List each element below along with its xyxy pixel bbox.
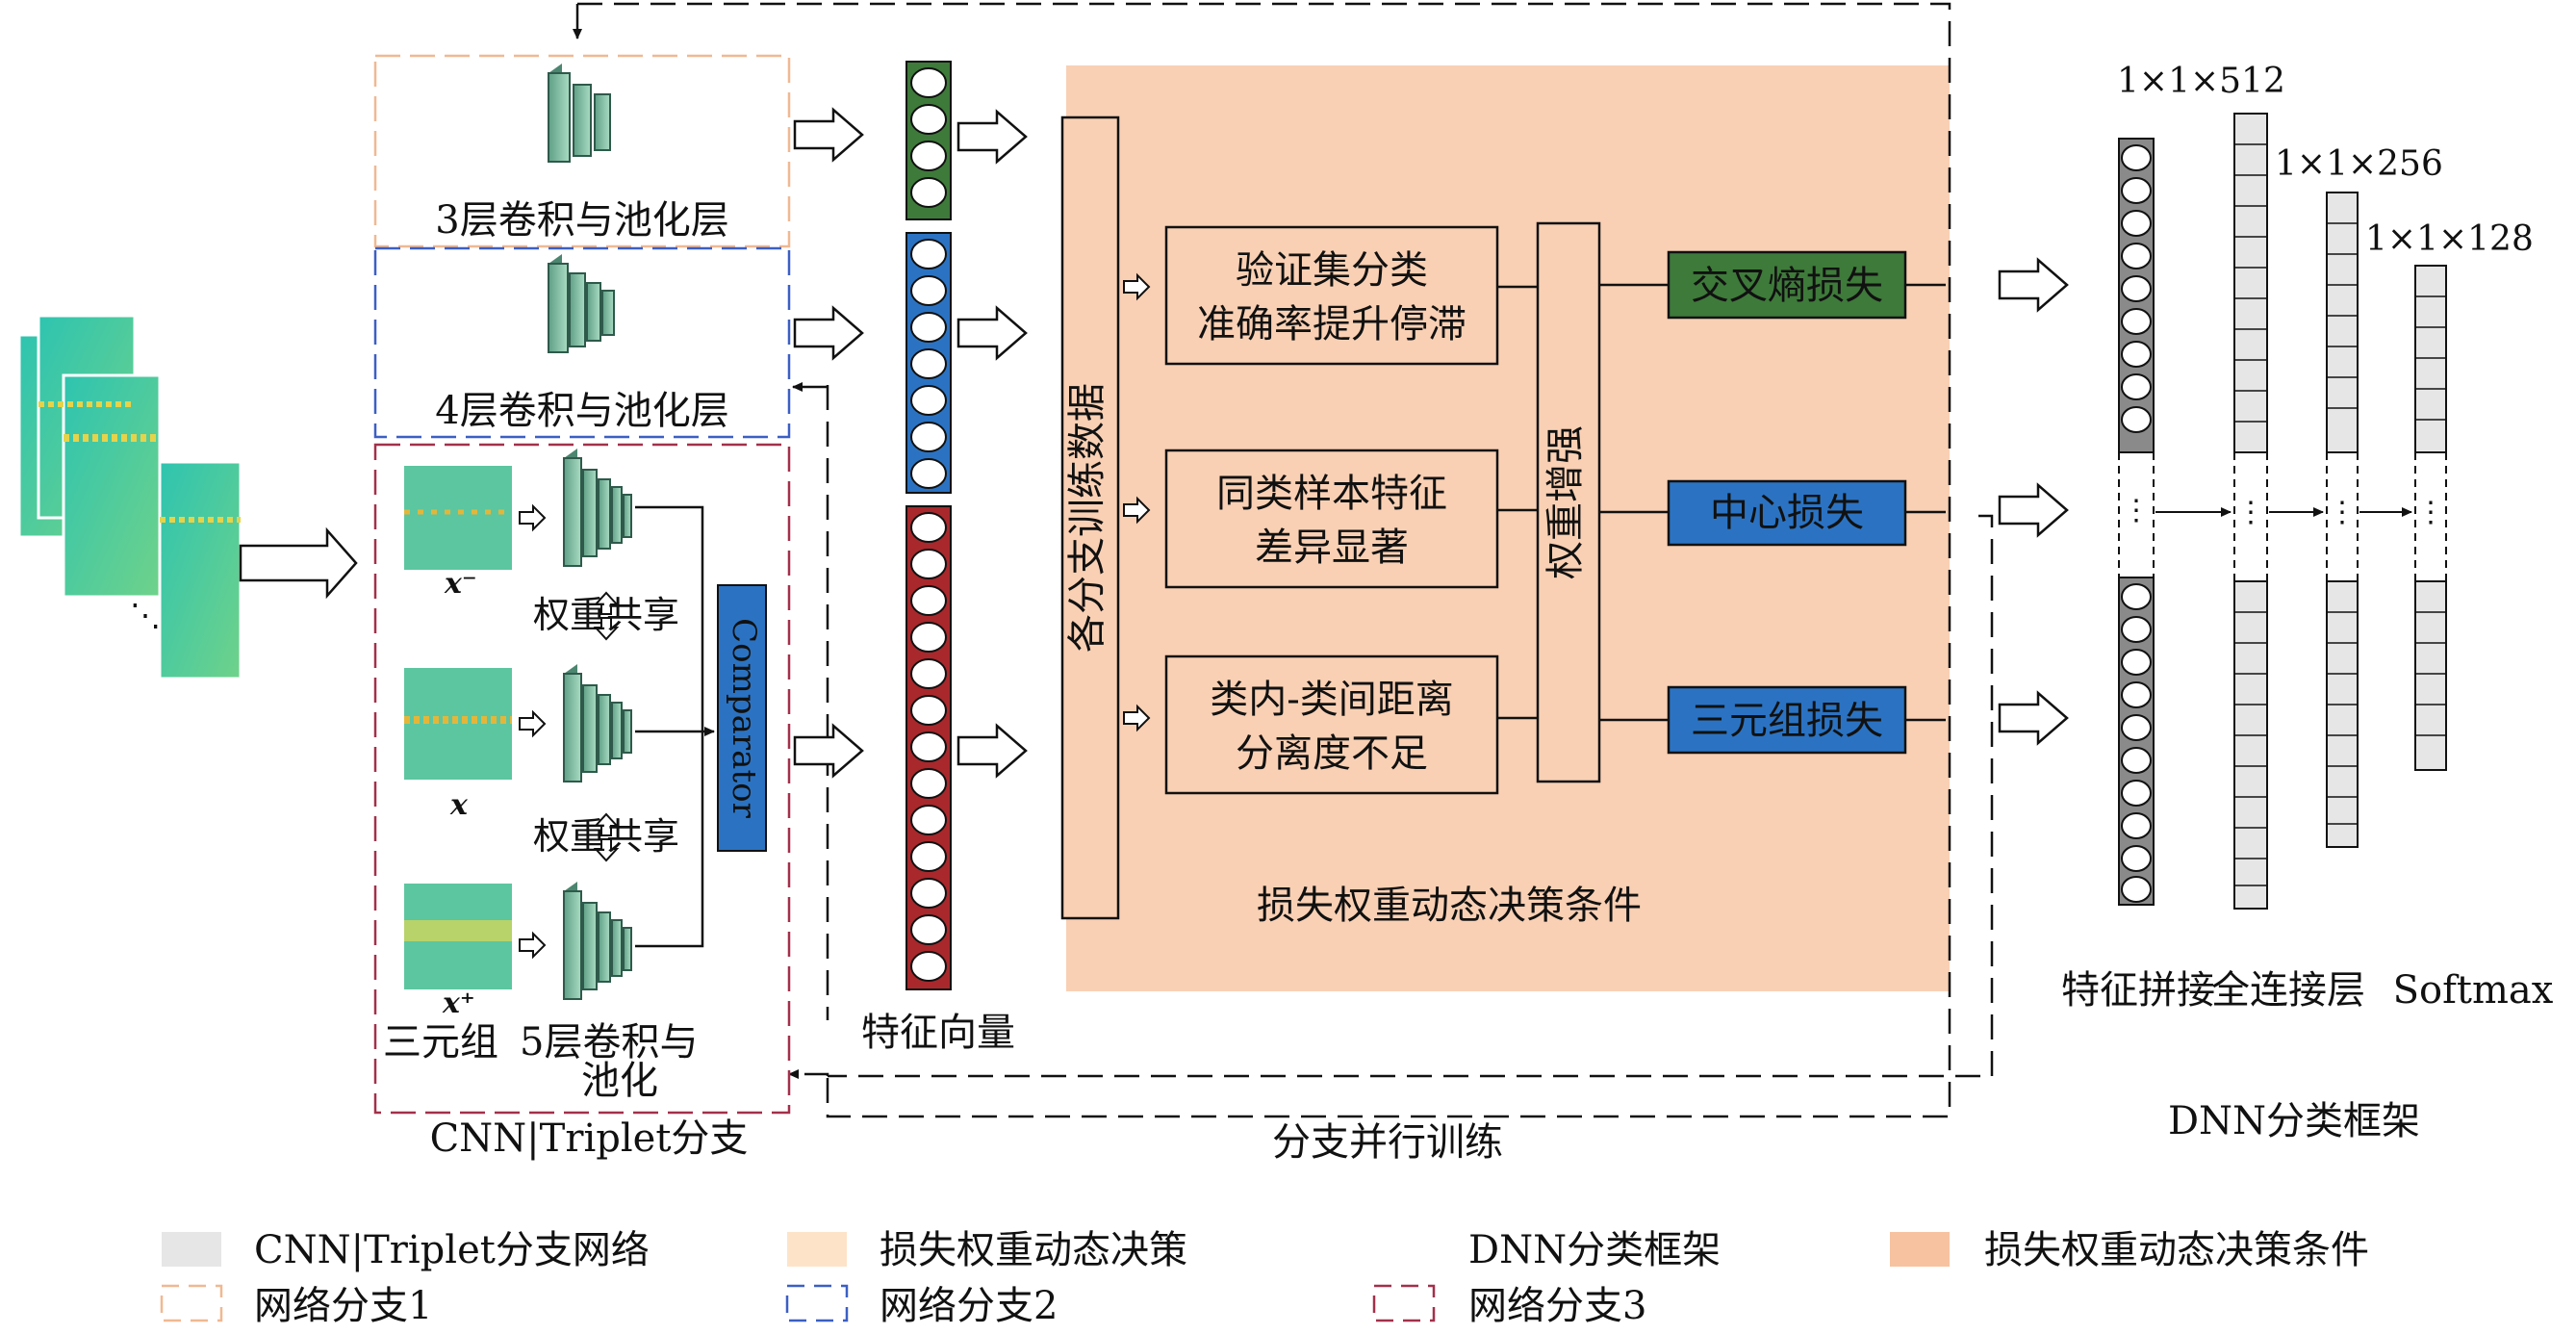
fc-layer-label: 全连接层 xyxy=(2211,968,2365,1013)
legend: CNN|Triplet分支网络 损失权重动态决策 DNN分类框架 损失权重动态决… xyxy=(160,1228,2369,1328)
dim-256: 1×1×256 xyxy=(2275,144,2443,184)
branch3-frame xyxy=(373,443,791,1115)
branch-data-label: 各分支训练数据 xyxy=(1065,383,1109,653)
legend-label-branch2: 网络分支2 xyxy=(880,1284,1058,1328)
legend-label-dnn: DNN分类框架 xyxy=(1468,1228,1721,1272)
svg-text:⋮: ⋮ xyxy=(2328,496,2357,529)
condition-3-line2: 分离度不足 xyxy=(1236,731,1428,776)
weight-enhance-label: 权重增强 xyxy=(1543,425,1588,579)
triplet-anchor-negative xyxy=(404,466,512,570)
feature-vector-blue xyxy=(905,232,952,494)
comparator-box xyxy=(717,584,767,852)
legend-swatch-loss-decision xyxy=(787,1232,847,1267)
legend-label-branch1: 网络分支1 xyxy=(254,1284,432,1328)
comparator-label: Comparator xyxy=(725,618,763,818)
dynamic-conditions-caption: 损失权重动态决策条件 xyxy=(1257,884,1642,928)
loss-label-center: 中心损失 xyxy=(1710,491,1864,535)
legend-swatch-cnn xyxy=(162,1232,221,1267)
softmax-label: Softmax xyxy=(2393,968,2554,1013)
condition-2-line2: 差异显著 xyxy=(1255,526,1409,570)
legend-swatch-loss-conditions xyxy=(1890,1232,1950,1267)
feature-vector-green xyxy=(905,61,952,220)
condition-2-line1: 同类样本特征 xyxy=(1216,472,1447,516)
branch3-conv-positive xyxy=(563,881,632,1000)
legend-label-branch3: 网络分支3 xyxy=(1468,1284,1646,1328)
branch2-label: 4层卷积与池化层 xyxy=(435,389,728,433)
legend-swatch-branch2 xyxy=(785,1284,849,1322)
dim-128: 1×1×128 xyxy=(2365,219,2534,259)
dnn-caption: DNN分类框架 xyxy=(2168,1099,2420,1143)
shared-weights-2: 权重共享 xyxy=(533,815,679,858)
condition-3-line1: 类内-类间距离 xyxy=(1210,678,1454,722)
branch1-conv-icon xyxy=(548,63,611,163)
svg-text:⋮: ⋮ xyxy=(2122,494,2151,527)
branch1-frame xyxy=(373,54,791,248)
x-minus-label: x⁻ xyxy=(444,567,477,601)
legend-label-loss-decision: 损失权重动态决策 xyxy=(880,1228,1187,1272)
svg-text:⋮: ⋮ xyxy=(2236,496,2265,529)
legend-label-cnn: CNN|Triplet分支网络 xyxy=(254,1228,650,1272)
x-plus-label: x⁺ xyxy=(442,987,475,1020)
branch3-conv-label-1: 5层卷积与 xyxy=(520,1020,698,1065)
fc-column-512: ⋮ xyxy=(2233,113,2268,910)
condition-box-1 xyxy=(1164,225,1499,366)
loss-label-triplet: 三元组损失 xyxy=(1691,699,1883,743)
fc-column-128: ⋮ xyxy=(2414,265,2447,771)
triplet-anchor-positive xyxy=(404,884,512,989)
branch2-conv-icon xyxy=(548,253,615,353)
concat-column: ⋮ xyxy=(2118,138,2155,906)
condition-box-2 xyxy=(1164,449,1499,589)
svg-text:⋱: ⋱ xyxy=(130,597,161,633)
branch2-frame xyxy=(373,246,791,439)
condition-1-line2: 准确率提升停滞 xyxy=(1197,302,1467,346)
svg-text:⋮: ⋮ xyxy=(2416,496,2445,529)
feature-vector-red xyxy=(905,505,952,990)
condition-1-line1: 验证集分类 xyxy=(1236,248,1428,293)
legend-swatch-branch3 xyxy=(1372,1284,1436,1322)
branch1-label: 3层卷积与池化层 xyxy=(435,198,728,243)
condition-box-3 xyxy=(1164,654,1499,795)
triplet-anchor xyxy=(404,668,512,780)
legend-label-loss-conditions: 损失权重动态决策条件 xyxy=(1984,1228,2369,1272)
feature-concat-label: 特征拼接 xyxy=(2061,968,2215,1013)
branch3-conv-anchor xyxy=(563,663,632,782)
legend-swatch-branch1 xyxy=(160,1284,223,1322)
weight-enhance-bar xyxy=(1536,221,1601,783)
parallel-training-caption: 分支并行训练 xyxy=(1272,1120,1503,1165)
fc-column-256: ⋮ xyxy=(2326,192,2359,848)
loss-label-cross-entropy: 交叉熵损失 xyxy=(1691,264,1883,308)
branch-data-bar xyxy=(1060,115,1120,920)
feature-vector-label: 特征向量 xyxy=(861,1011,1015,1055)
dim-512: 1×1×512 xyxy=(2117,62,2285,101)
input-images: ⋱ xyxy=(17,314,242,680)
parallel-training-frame xyxy=(577,2,1951,1118)
branch3-conv-negative xyxy=(563,448,632,567)
shared-weights-1: 权重共享 xyxy=(533,594,679,636)
cnn-triplet-caption: CNN|Triplet分支 xyxy=(430,1116,749,1161)
branch3-conv-label-2: 池化 xyxy=(581,1059,658,1103)
x-label: x xyxy=(449,788,469,822)
loss-box-triplet xyxy=(1667,685,1907,755)
triplet-label: 三元组 xyxy=(383,1020,498,1065)
